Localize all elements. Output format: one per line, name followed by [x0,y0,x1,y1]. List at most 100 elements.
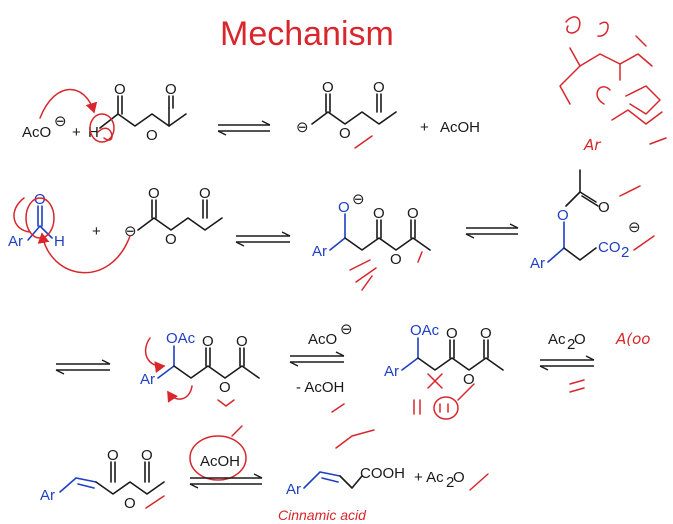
negative-charge-icon: ⊖ [124,223,137,240]
oac-bonds [401,337,419,371]
cooh-label: COOH [360,465,405,482]
ink-circle [433,396,459,420]
negative-charge-icon: ⊖ [296,119,309,136]
check-mark [331,403,345,413]
ink-circle [189,435,247,481]
chain-bonds [417,357,504,371]
handwritten-note: A(oo [615,330,650,348]
aryl-label: Ar [530,255,545,272]
curved-arrow [167,385,193,403]
carbonyl-bond-5 [151,199,157,219]
acetyl-carbonyl [579,191,599,207]
oxygen-label: O [199,185,211,202]
equilibrium-arrow [56,363,110,371]
oxygen-label: O [236,333,248,350]
oxygen-label: O [219,379,231,396]
oxygen-label: O [141,447,153,464]
ink-stroke [427,373,443,389]
ink-stroke [619,35,647,81]
negative-charge-icon: ⊖ [352,191,365,208]
aldehyde-carbonyl [37,205,43,227]
chain-bonds [95,481,165,495]
check-mark [217,399,235,407]
ink-stroke [579,53,653,67]
oxygen-label: O [339,125,351,142]
ink-stroke [231,425,243,437]
oxygen-label: O [407,205,419,222]
check-mark [354,135,373,149]
equilibrium-arrow-heads [189,473,263,489]
handwritten-note: Ar [583,136,601,154]
equilibrium-arrow-heads [217,120,271,136]
anhydride-bonds [99,113,187,129]
oxygen-label: O [148,185,160,202]
plus-ac2o-label: + Ac [414,469,444,486]
ink-stroke [569,379,585,393]
equilibrium-arrow-heads [539,355,595,371]
negative-charge-icon: ⊖ [628,219,641,236]
ink-stroke [619,185,655,251]
oxygen-label: O [146,127,158,144]
curved-arrow [144,337,166,374]
oxygen-label: O [202,333,214,350]
curved-arrow [37,232,131,274]
oxygen-label: O [114,81,126,98]
alkene-double [321,477,339,483]
oxygen-label: O [373,205,385,222]
curved-arrow [39,88,98,119]
equilibrium-arrow-heads [235,231,291,247]
handwritten-scribbles: Ar [559,16,667,154]
ink-stroke [13,197,31,233]
aryl-label: Ar [8,233,23,250]
oxygen-label: O [107,447,119,464]
equilibrium-arrow-heads [465,223,519,239]
ac2o-oxygen: O [453,469,465,486]
ester-bonds [547,221,565,263]
carbonyl-bond-14 [144,461,150,483]
row-2: Ar O H + ⊖ O O O Ar O ⊖ O O O [8,169,655,291]
oxygen-label: O [390,251,402,268]
equilibrium-arrow [466,227,518,235]
carbonyl-bond-13 [110,461,116,483]
enolate-bonds [311,111,397,125]
oxygen-label: O [322,79,334,96]
equilibrium-arrow-heads [55,359,111,375]
ac2o-subscript: 2 [446,474,454,491]
oxygen-label: O [165,81,177,98]
oxygen-label: O [34,191,46,208]
ac2o-oxygen: O [574,331,586,348]
ink-stroke [559,47,581,105]
ink-stroke [349,259,377,291]
oxygen-label: O [557,207,569,224]
carbonyl-bond-10 [239,347,245,367]
row-3: Ar OAc O O O AcO ⊖ - AcOH Ar OAc O O O A… [55,321,650,420]
ink-circle [89,113,115,143]
ink-stroke [597,21,609,37]
alkoxide-bonds [329,213,346,251]
carbonyl-bond-3 [325,93,331,113]
ink-stroke [596,85,661,115]
alkene-bonds [303,471,341,489]
aryl-label: Ar [40,487,55,504]
ink-stroke [611,109,663,125]
alkene-bonds [59,477,97,493]
page-title: Mechanism [220,15,394,53]
chain-bonds [563,247,597,261]
negative-charge-icon: ⊖ [54,113,67,130]
chain-bonds [339,475,363,489]
equilibrium-arrow [290,355,344,363]
hydrogen-label: H [54,233,65,250]
check-mark [145,495,165,509]
carbonyl-bond-4 [376,93,382,113]
ink-stroke [565,16,581,34]
oac-label: OAc [410,322,440,339]
oac-label: OAc [166,330,196,347]
equilibrium-arrow [236,235,290,243]
carbonyl-bond-12 [483,339,489,359]
aryl-label: Ar [286,481,301,498]
oxygen-label: O [165,231,177,248]
oxygen-label: O [124,495,136,512]
aryl-label: Ar [384,363,399,380]
aldol-bonds [344,237,431,251]
